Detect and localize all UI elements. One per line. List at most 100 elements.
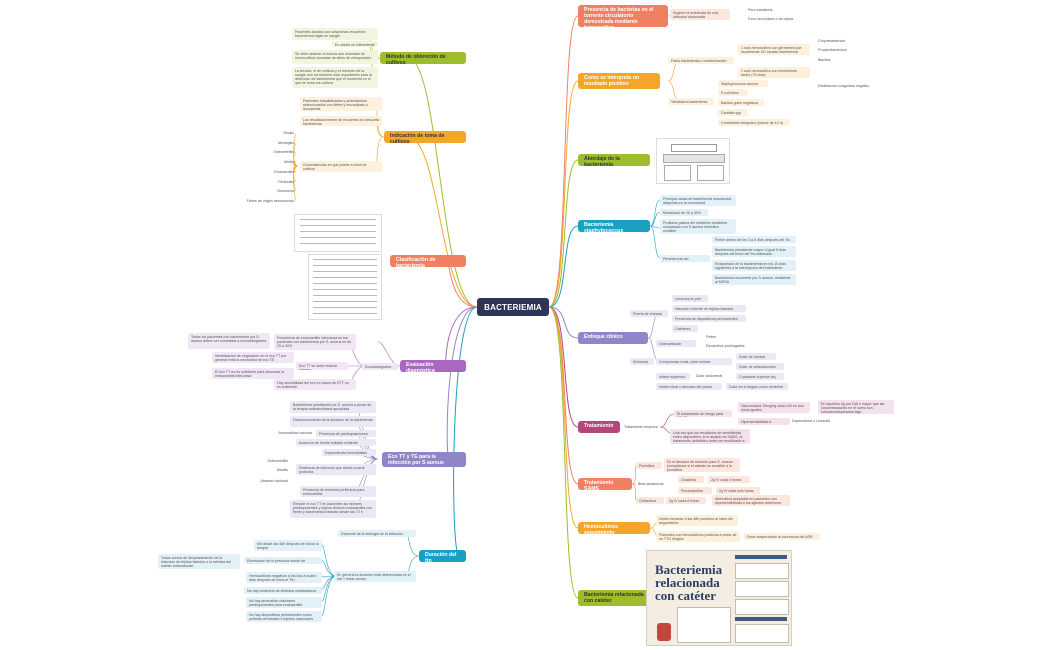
enfoque-sintoma[interactable]: Infarto esplénico (656, 373, 690, 380)
hemocultivos-item[interactable]: Pacientes con hemocultivos positivos a p… (656, 531, 740, 542)
enfoque-group[interactable]: Síntomas (630, 358, 654, 365)
interpreta-germ[interactable]: Propionibacterium (818, 48, 847, 52)
enfoque-group[interactable]: Puerta de entrada (630, 310, 668, 317)
eco-item[interactable]: Desconocimiento de la duración de la bac… (290, 416, 376, 427)
enfoque-osteo[interactable]: Escalofríos prolongados (706, 344, 745, 348)
staph-sub[interactable]: Bacteriemia recurrente por S aureus, res… (712, 274, 796, 285)
eco-item[interactable]: Ausencia de fuente evitable evidente (296, 439, 376, 446)
hemocultivos-node[interactable]: Hemocultivos seguimiento (578, 522, 650, 534)
sams-beta[interactable]: Flucloxacilina (678, 487, 712, 494)
indicacion-sub[interactable]: Meningitis (277, 141, 294, 145)
duracion-sub[interactable]: No hay anomalías valvulares predisponent… (246, 597, 322, 608)
indicacion-sub[interactable]: Endocarditis (274, 170, 294, 174)
metodo-item[interactable]: La técnica, el de cultivos y el volumen … (292, 67, 378, 88)
interpreta-verdadera[interactable]: Candida spp (718, 109, 748, 116)
tratamiento-node[interactable]: Tratamiento (578, 421, 620, 433)
staph-item[interactable]: Principal causa de bacteriemia nosocomia… (660, 195, 736, 206)
enfoque-puerta[interactable]: Lesiones en piel (672, 295, 708, 302)
staph-sub[interactable]: Fiebre dentro de los 3 a 5 días después … (712, 236, 796, 243)
interpreta-verdadera[interactable]: Crecimiento temprano (menor de 12 h) (718, 119, 790, 126)
indicacion-sub[interactable]: Osteomielitis (273, 150, 294, 154)
duracion-sub[interactable]: No hay dispositivos permanentes como pró… (246, 611, 322, 622)
eco-item[interactable]: Presencia de predisposiciones (316, 430, 376, 437)
hemocultivos-sub[interactable]: Debe sospecharse la ocurrencia del ARB (744, 533, 820, 540)
interpreta-falsa[interactable]: 1 solo hemocultivo con crecimiento tardí… (738, 67, 810, 78)
duracion-sub[interactable]: No hay evidencia de émbolos metastásicos (244, 587, 322, 594)
interpreta-falsa[interactable]: 1 solo hemocultivo con gérmenes que usua… (738, 44, 810, 55)
indicacion-sub[interactable]: Fiebre de origen desconocido (246, 199, 294, 203)
enfoque-psoas[interactable]: Dolor en el ángulo costo vertebral (726, 383, 788, 390)
interpreta-germ[interactable]: Bacillus (818, 58, 831, 62)
enfoque-node[interactable]: Enfoque clínico (578, 332, 648, 344)
metodo-node[interactable]: Método de obtención de cultivos (380, 52, 466, 64)
interpreta-item[interactable]: Verdadera bacteriemia (668, 98, 714, 105)
interpreta-staph[interactable]: Estafilococo coagulasa negativo (818, 84, 870, 88)
sams-item[interactable]: Penicilina (636, 462, 662, 469)
presencia-sub[interactable]: Foco secundario o de cepas (748, 17, 794, 21)
indicacion-item[interactable]: Pacientes hospitalizados y ambulatorios … (300, 97, 382, 111)
hemocultivos-item[interactable]: Deben tomarse a las 48h posterior al ini… (656, 515, 738, 526)
evaluacion-node[interactable]: Evaluación diagnóstica (400, 360, 466, 372)
enfoque-puerta[interactable]: Catéteres (672, 325, 698, 332)
interpreta-germ[interactable]: Corynebacterium (818, 39, 846, 43)
tratamiento-mid[interactable]: Tratamiento empírico (624, 425, 658, 429)
presencia-item[interactable]: Sugiere la existencia de una infección o… (670, 9, 730, 20)
evaluacion-sub[interactable]: Identificación de vegetación en el eco T… (212, 352, 294, 363)
abordaje-node[interactable]: Abordaje de la bacteriemia (578, 154, 650, 166)
enfoque-renal[interactable]: Dolor de huesos (736, 353, 776, 360)
staph-sub[interactable]: Bacteriemia persistente mayor o igual 5 … (712, 246, 796, 257)
staph-item[interactable]: Mortalidad de 20 a 40% (660, 209, 708, 216)
enfoque-sintoma[interactable]: Osteoarticular (656, 340, 696, 347)
duracion-sub[interactable]: Mil desde las 48h después de iniciar la … (254, 540, 322, 551)
indicacion-sub[interactable]: Peritonitis (278, 180, 294, 184)
cateter-node[interactable]: Bacteriemia relacionada con catéter (578, 590, 650, 606)
enfoque-renal[interactable]: Dolor de articulaciones (736, 363, 784, 370)
interpreta-node[interactable]: Como se interpreta un resultado positivo (578, 73, 660, 89)
enfoque-osteo[interactable]: Fiebre (706, 335, 717, 339)
duracion-sub[interactable]: Hemocultivos negativos a los dos a cuatr… (246, 572, 322, 583)
clasificacion-node[interactable]: Clasificación de bacteriemia (390, 255, 466, 267)
evaluacion-sub[interactable]: El eco TT no es suficiente para descarta… (212, 368, 294, 379)
duracion-sub[interactable]: Eliminación de la presunta fuente de inf… (244, 557, 322, 564)
interpreta-verdadera[interactable]: Bacilos gram negativos (718, 99, 764, 106)
sams-beta-dose[interactable]: 2g IV cada 4 horas (708, 476, 750, 483)
eco-item[interactable]: Evidencia de infección que afecta a part… (296, 464, 376, 475)
tratamiento-subsub[interactable]: Daptomicina o Linezolid (792, 419, 831, 423)
enfoque-esplenico[interactable]: Dolor abdominal (696, 374, 723, 378)
metodo-item[interactable]: En adulto es intermitente (332, 41, 378, 47)
evaluacion-item[interactable]: Eco TT se debe realizar primero (296, 362, 348, 370)
presencia-node[interactable]: Presencia de bacterias en el torrente ci… (578, 5, 668, 27)
evaluacion-mid[interactable]: Ecocardiograma (362, 363, 398, 370)
indicacion-sub[interactable]: Neumonía (277, 189, 294, 193)
enfoque-esplenico[interactable]: Cuadrante superior izq. (736, 373, 784, 380)
evaluacion-item[interactable]: Frecuencia de endocarditis infecciosa en… (274, 334, 356, 350)
presencia-sub[interactable]: Pero transitoria (748, 8, 773, 12)
tratamiento-item[interactable]: Una vez que los resultados de sensibilid… (670, 429, 750, 444)
evaluacion-item[interactable]: Hay sensibilidad del eco en casos de ETT… (274, 379, 356, 390)
tratamiento-sub[interactable]: Vancomicina 15mg/kg cada 12h en dos dosi… (738, 402, 810, 413)
sams-item[interactable]: Beta-lactamicos (638, 482, 664, 486)
enfoque-sintoma[interactable]: Compromiso renal, dolor lumbar (656, 358, 732, 365)
sams-beta-dose[interactable]: 2g IV cada seis horas (716, 487, 760, 494)
eco-sub[interactable]: Anormalidad valvular (278, 431, 312, 435)
tratamiento-subsub[interactable]: En aquellos 3g por DIA o mayor que las c… (818, 400, 894, 414)
eco-sub[interactable]: Osteomielitis (267, 459, 288, 463)
sams-cefa-dose[interactable]: 2g IV cada 8 horas (666, 497, 706, 504)
duracion-item[interactable]: En general la duración está determinada … (334, 571, 416, 582)
sams-item[interactable]: Cefazolina (636, 497, 664, 504)
duracion-note[interactable]: Todos cursos de desplazamiento de la inf… (158, 554, 240, 569)
root-node[interactable]: BACTERIEMIA (477, 298, 549, 316)
enfoque-sintoma[interactable]: Infarto renal o absceso del psoas (656, 383, 722, 390)
eco-item[interactable]: Presencia de émbolos periféricos para en… (300, 486, 376, 497)
staph-item[interactable]: Profilaxis pasiva del meticilino resiste… (660, 219, 736, 234)
interpreta-verdadera[interactable]: Staphylococcus aureus (718, 80, 768, 87)
sams-penicilina-note[interactable]: Es el fármaco de elección para S. aureus… (664, 458, 740, 472)
duracion-node[interactable]: Duración del tto (419, 550, 466, 562)
eco-sub[interactable]: Absceso epidural (260, 479, 288, 483)
metodo-item[interactable]: Pacientes adultos con sospechas recupera… (292, 28, 378, 40)
interpreta-item[interactable]: Falsa bacteriemia o contaminación (668, 57, 734, 64)
eco-item[interactable]: Reducir el eco TT en pacientes sin facto… (290, 500, 376, 518)
indicacion-item[interactable]: Los resultados tienen de encuentro no de… (300, 116, 382, 126)
sams-beta[interactable]: Oxacilina (678, 476, 704, 483)
metodo-item[interactable]: Se debe obtener el menos dos muestras de… (292, 50, 378, 64)
